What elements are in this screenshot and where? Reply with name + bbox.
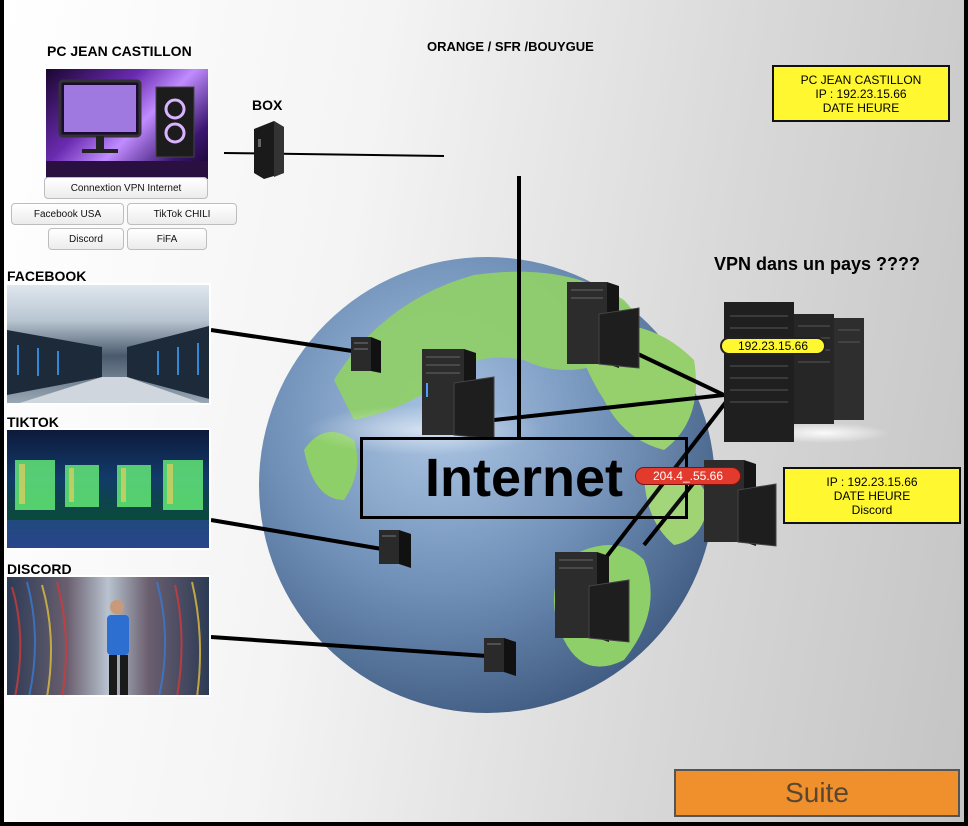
pc-info-ip: IP : 192.23.15.66 [815, 86, 907, 101]
internet-label: Internet [424, 448, 624, 508]
suite-button[interactable]: Suite [674, 769, 960, 817]
internet-label-box [360, 437, 688, 519]
connection-info-ip: IP : 192.23.15.66 [826, 474, 918, 489]
tiktok-label: TIKTOK [7, 414, 59, 430]
facebook-datacenter-photo [5, 283, 211, 405]
vpn-connection-button[interactable]: Connextion VPN Internet [44, 177, 208, 199]
tiktok-datacenter-photo [5, 428, 211, 550]
discord-cables-icon [11, 581, 202, 695]
tiktok-chili-button[interactable]: TikTok CHILI [127, 203, 237, 225]
connection-info-datetime: DATE HEURE [833, 488, 911, 503]
vpn-ip-badge: 192.23.15.66 [720, 337, 826, 355]
pc-info-name: PC JEAN CASTILLON [800, 72, 922, 87]
server-tower-icon [567, 282, 640, 369]
router-box-icon [254, 121, 284, 179]
vpn-question-label: VPN dans un pays ???? [714, 254, 921, 274]
pc-info-box: PC JEAN CASTILLON IP : 192.23.15.66 DATE… [772, 65, 950, 122]
pc-title: PC JEAN CASTILLON [47, 43, 192, 59]
facebook-label: FACEBOOK [7, 268, 87, 284]
discord-label: DISCORD [7, 561, 72, 577]
server-tower-icon [379, 530, 411, 568]
pc-monitor-icon [46, 79, 208, 179]
facebook-usa-button[interactable]: Facebook USA [11, 203, 124, 225]
pc-info-datetime: DATE HEURE [822, 100, 900, 115]
discord-button[interactable]: Discord [48, 228, 124, 250]
tiktok-server-lights-icon [7, 460, 209, 548]
isp-label: ORANGE / SFR /BOUYGUE [427, 39, 594, 54]
box-label: BOX [252, 97, 283, 113]
fifa-button[interactable]: FiFA [127, 228, 207, 250]
discord-datacenter-photo [5, 575, 211, 697]
server-tower-icon [484, 638, 516, 676]
server-tower-icon [351, 337, 381, 373]
server-tower-icon [422, 349, 495, 440]
diagram-canvas: PC JEAN CASTILLON Connextion VPN Interne… [4, 0, 964, 822]
pc-photo [46, 69, 208, 179]
connection-info-box: IP : 192.23.15.66 DATE HEURE Discord [783, 467, 961, 524]
vpn-server-rack-icon [724, 302, 864, 442]
server-tower-icon [555, 552, 630, 643]
facebook-server-rows-icon [7, 326, 209, 403]
connection-info-service: Discord [851, 502, 893, 517]
exit-ip-badge: 204.4_.55.66 [635, 467, 741, 485]
